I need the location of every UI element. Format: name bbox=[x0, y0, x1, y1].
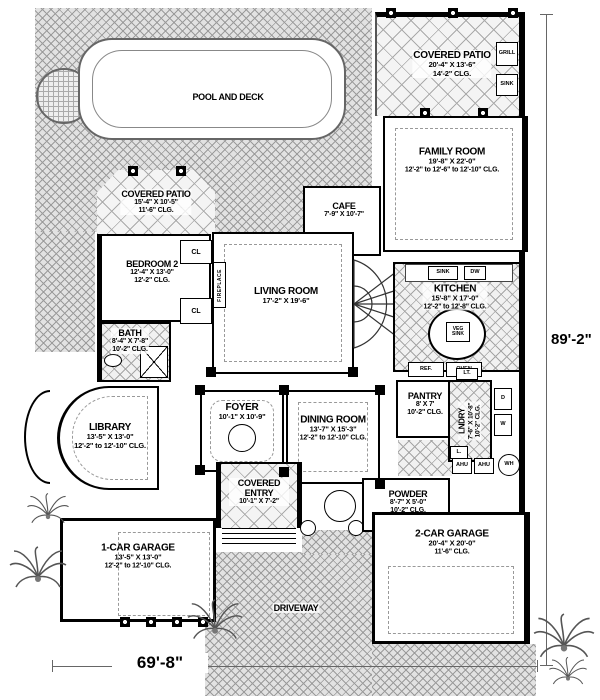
room-living bbox=[212, 232, 354, 374]
water-heater-fixture: WH bbox=[498, 454, 520, 476]
patio-column bbox=[176, 166, 186, 176]
entry-planter bbox=[300, 520, 316, 536]
palm-plant-icon bbox=[9, 546, 67, 588]
patio-sink-fixture: SINK bbox=[496, 74, 518, 96]
room-label-covered-patio-top: COVERED PATIO 20'-4" X 13'-6" 14'-2" CLG… bbox=[412, 50, 492, 78]
patio-column bbox=[448, 8, 458, 18]
wall-pillar bbox=[375, 479, 385, 489]
wall-pillar bbox=[348, 367, 358, 377]
right-dimension-tick-bottom bbox=[540, 665, 553, 666]
room-pantry bbox=[396, 380, 454, 438]
wall-pillar bbox=[195, 385, 205, 395]
washer-fixture: W bbox=[494, 414, 512, 436]
refrigerator-fixture: REF. bbox=[408, 362, 444, 377]
garage1-ceiling-line bbox=[118, 532, 210, 616]
stairs-icon bbox=[353, 259, 405, 349]
room-label-garage1: 1-CAR GARAGE 13'-5" X 13'-0" 12'-2" to 1… bbox=[101, 542, 175, 569]
patio-column bbox=[508, 8, 518, 18]
room-label-laundry: LNDRY 7'-6" X 10'-8" 10'-2" CLG. bbox=[457, 401, 482, 441]
room-label-bedroom2: BEDROOM 2 12'-4" X 13'-0" 12'-2" CLG. bbox=[126, 259, 178, 285]
room-label-driveway: DRIVEWAY bbox=[272, 602, 320, 614]
bottom-dimension-tick-left bbox=[52, 660, 53, 672]
dishwasher-fixture: DW bbox=[464, 266, 486, 280]
right-dimension-tick-top bbox=[540, 14, 553, 15]
fireplace: FIREPLACE bbox=[213, 262, 226, 308]
bottom-dimension-line bbox=[52, 666, 538, 667]
room-garage2 bbox=[372, 512, 530, 644]
room-label-covered-entry: COVERED ENTRY 10'-1" X 7'-2" bbox=[229, 478, 289, 506]
room-label-library: LIBRARY 13'-5" X 13'-0" 12'-2" to 12'-10… bbox=[74, 422, 146, 450]
kitchen-counter bbox=[405, 264, 513, 282]
ahu-fixture: AHU bbox=[474, 458, 494, 474]
driveway-paving-bottom bbox=[372, 644, 536, 696]
room-label-garage2: 2-CAR GARAGE 20'-4" X 20'-0" 11'-6" CLG. bbox=[415, 528, 489, 555]
room-label-cafe: CAFE 7'-9" X 10'-7" bbox=[324, 201, 364, 219]
wall-pillar bbox=[375, 385, 385, 395]
courtyard-planter bbox=[324, 490, 356, 522]
room-label-pantry: PANTRY 8' X 7' 10'-2" CLG. bbox=[407, 391, 443, 417]
driveway-paving bbox=[205, 552, 372, 696]
room-garage1 bbox=[60, 518, 216, 622]
patio-column bbox=[478, 108, 488, 118]
library-ceiling-line bbox=[72, 396, 148, 480]
patio-column bbox=[420, 108, 430, 118]
right-dimension-label: 89'-2" bbox=[548, 331, 595, 348]
bottom-dimension-label: 69'-8" bbox=[112, 653, 208, 673]
foyer-table bbox=[228, 424, 256, 452]
palm-plant-icon bbox=[533, 613, 595, 658]
palm-plant-icon bbox=[27, 492, 69, 524]
hall-paving bbox=[398, 440, 452, 476]
room-family bbox=[383, 116, 528, 252]
foyer-ceiling-line bbox=[210, 400, 274, 462]
pool-deck-outline bbox=[78, 38, 346, 140]
closet-bottom: CL bbox=[180, 298, 212, 324]
room-covered-patio-top bbox=[375, 12, 525, 116]
family-ceiling-line bbox=[395, 128, 513, 240]
patio-column bbox=[386, 8, 396, 18]
room-label-bath: BATH 8'-4" X 7'-8" 10'-2" CLG. bbox=[110, 328, 150, 354]
room-label-dining: DINING ROOM 13'-7" X 15'-3" 12'-2" to 12… bbox=[299, 414, 367, 441]
pool-outline bbox=[92, 50, 332, 128]
pool-deck-paving-left-strip bbox=[35, 232, 95, 352]
exterior-wall bbox=[519, 372, 525, 514]
room-label-covered-patio-left: COVERED PATIO 15'-4" X 10'-5" 11'-6" CLG… bbox=[120, 189, 192, 215]
toilet bbox=[104, 354, 122, 367]
wall-pillar bbox=[279, 385, 289, 395]
veg-sink-fixture: VEG SINK bbox=[446, 322, 470, 342]
room-label-living: LIVING ROOM 17'-2" X 19'-6" bbox=[254, 286, 318, 306]
dining-ceiling-line bbox=[298, 402, 368, 472]
porch-column bbox=[198, 617, 208, 627]
dryer-fixture: D bbox=[494, 388, 512, 410]
palm-plant-icon bbox=[549, 656, 587, 685]
closet-top: CL bbox=[180, 240, 212, 264]
room-label-kitchen: KITCHEN 15'-8" X 17'-0" 12'-2" to 12'-8"… bbox=[422, 283, 488, 311]
ahu-fixture: AHU bbox=[452, 458, 472, 474]
garage2-ceiling-line bbox=[388, 566, 514, 634]
palm-plant-icon bbox=[187, 599, 243, 639]
room-label-foyer: FOYER 10'-1" X 10'-9" bbox=[218, 402, 266, 422]
kitchen-sink-fixture: SINK bbox=[428, 266, 458, 280]
room-label-pool: POOL AND DECK bbox=[192, 91, 264, 102]
wall-pillar bbox=[195, 465, 205, 475]
library-planter-arc bbox=[24, 390, 50, 484]
patio-column bbox=[128, 166, 138, 176]
room-label-powder: POWDER 8'-7" X 5'-0" 10'-2" CLG. bbox=[388, 489, 428, 515]
wall-pillar bbox=[206, 367, 216, 377]
porch-column bbox=[146, 617, 156, 627]
porch-column bbox=[120, 617, 130, 627]
right-dimension-line bbox=[546, 14, 547, 666]
exterior-wall bbox=[519, 250, 525, 264]
grill-fixture: GRILL bbox=[496, 42, 518, 66]
room-covered-patio-left bbox=[97, 170, 215, 234]
porch-column bbox=[172, 617, 182, 627]
entry-steps bbox=[222, 528, 296, 544]
wall-pillar bbox=[279, 467, 289, 477]
bottom-dimension-tick-right bbox=[537, 660, 538, 672]
laundry-tub-fixture: LT. bbox=[456, 368, 478, 380]
room-label-family: FAMILY ROOM 19'-8" X 22'-0" 12'-2" to 12… bbox=[404, 146, 500, 173]
